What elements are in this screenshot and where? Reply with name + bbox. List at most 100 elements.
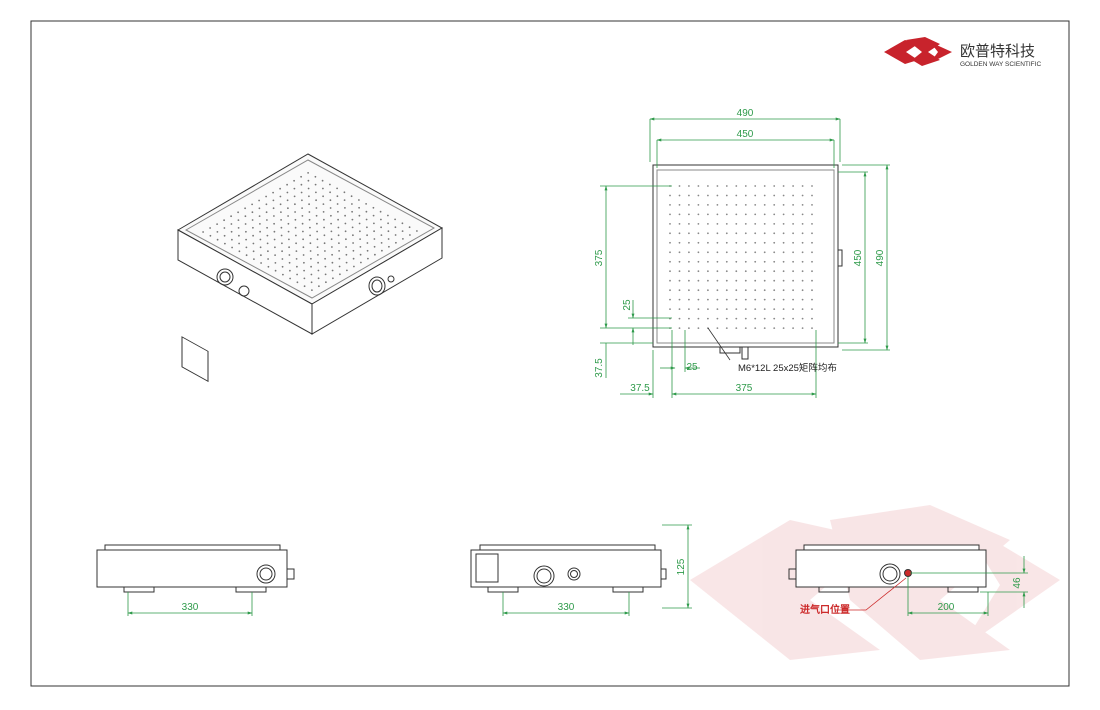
mounting-hole [288,246,290,249]
mounting-hole [792,327,794,329]
mounting-hole [216,231,219,233]
side-c-body [795,549,987,588]
mounting-hole [811,185,813,187]
dim-top-hole-pitch-h: 25 [686,362,698,373]
mounting-hole [801,260,804,263]
mounting-hole [373,238,376,240]
isometric-view [176,153,444,383]
mounting-hole [223,234,226,237]
mounting-hole [310,273,313,276]
mounting-hole [408,226,411,229]
mounting-hole [252,226,254,229]
mounting-hole [345,246,347,248]
mounting-hole [792,204,794,206]
mounting-hole [265,203,268,206]
top-view-hole-grid [669,185,813,329]
mounting-hole [336,195,339,198]
mounting-hole [811,327,813,329]
mounting-hole [316,238,319,241]
mounting-hole [735,223,738,225]
mounting-hole [716,223,719,225]
dim-top-hole-span-h: 375 [736,383,753,394]
mounting-hole [773,289,776,292]
mounting-hole [678,279,681,282]
side-view-a [96,544,295,593]
mounting-hole [224,242,226,245]
mounting-hole [716,279,719,282]
mounting-hole [343,191,346,194]
mounting-hole [323,242,326,245]
mounting-hole [744,241,747,244]
mounting-hole [688,317,690,320]
mounting-hole [258,215,261,218]
mounting-hole [358,199,360,201]
mounting-hole [345,261,348,264]
mounting-hole [260,262,262,264]
mounting-hole [801,194,804,197]
mounting-hole [317,269,320,272]
mounting-hole [202,231,205,233]
mounting-hole [678,308,681,310]
mounting-hole [754,327,757,329]
dim-top-edge-h: 37.5 [630,383,650,394]
mounting-hole [402,238,404,240]
mounting-hole [773,213,776,216]
mounting-hole [296,265,298,268]
mounting-hole [801,308,804,310]
mounting-hole [330,230,333,233]
mounting-hole [258,199,260,202]
mounting-hole [707,308,709,310]
mounting-hole [303,277,306,280]
mounting-hole [288,261,291,264]
side-c-foot-left [818,586,850,593]
top-view [652,164,843,360]
mounting-hole [744,317,747,320]
mounting-hole [315,199,317,202]
mounting-hole [754,298,757,301]
mounting-hole [669,194,671,197]
mounting-hole [707,260,709,263]
mounting-hole [301,199,303,202]
mounting-hole [353,265,355,268]
mounting-hole [725,279,728,282]
mounting-hole [725,289,728,292]
dim-side-a-foot-spacing: 330 [182,602,199,613]
mounting-hole [338,242,340,245]
side-a-body [96,549,288,588]
mounting-hole [773,241,776,244]
mounting-hole [801,251,804,254]
mounting-hole [322,203,325,206]
mounting-hole [337,210,339,213]
mounting-hole [310,257,312,260]
mounting-hole [792,289,794,292]
mounting-hole [744,327,747,329]
mounting-hole [281,258,284,260]
mounting-hole [252,250,255,253]
mounting-hole [735,327,738,329]
side-a-connector [256,564,276,584]
mounting-hole [725,232,728,235]
mounting-hole [379,210,382,213]
mounting-hole [763,317,766,320]
mounting-hole [281,250,283,253]
mounting-hole [669,251,671,254]
mounting-hole [223,219,226,222]
mounting-hole [735,251,738,254]
mounting-hole [763,232,766,235]
mounting-hole [792,194,794,197]
dim-top-height-outer: 490 [875,249,886,266]
side-b-foot-left [487,586,519,593]
mounting-hole [295,242,297,245]
mounting-hole [300,191,303,194]
mounting-hole [266,234,269,237]
mounting-hole [688,298,690,301]
mounting-hole [280,211,282,214]
mounting-hole [336,187,338,190]
mounting-hole [763,270,766,273]
mounting-hole [317,277,320,280]
mounting-hole [801,289,804,292]
mounting-hole [707,289,709,292]
mounting-hole [209,227,212,229]
mounting-hole [735,270,738,273]
